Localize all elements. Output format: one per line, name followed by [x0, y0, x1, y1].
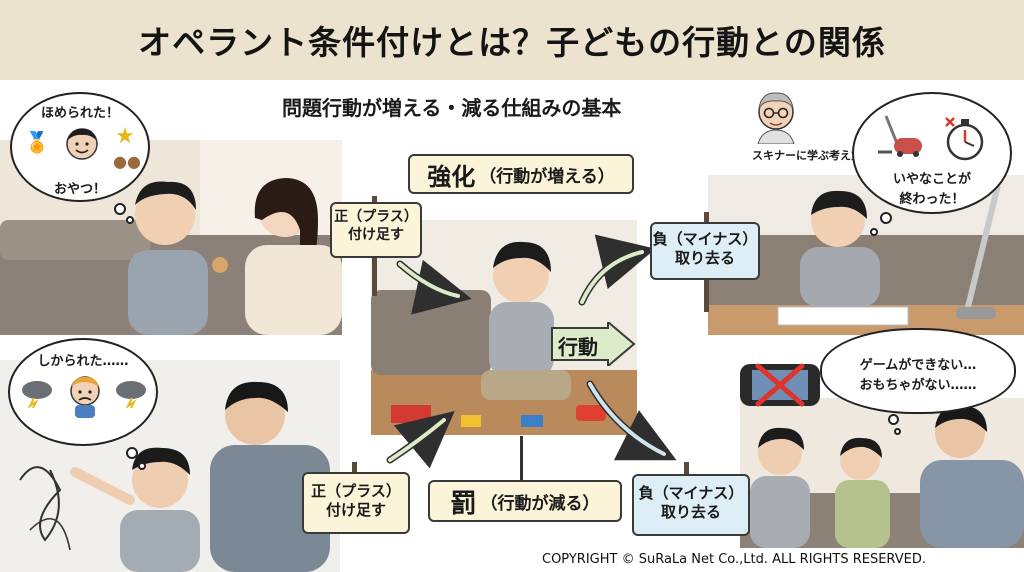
sign-line1: 正（プラス）	[311, 482, 401, 500]
vacuum-icon	[876, 112, 926, 162]
sign-negative-remove-bottom: 負（マイナス） 取り去る	[632, 474, 750, 536]
skinner-portrait	[752, 86, 800, 144]
bubble-dot	[138, 462, 146, 470]
sign-line2: 取り去る	[660, 502, 721, 521]
sign-pole	[352, 462, 357, 480]
sign-line2: 取り去る	[674, 248, 735, 267]
bubble-removal-line1: ゲームができない…	[859, 358, 977, 373]
skinner-caption: スキナーに学ぶ考え方	[752, 149, 862, 162]
star-icon: ★	[115, 124, 135, 149]
title-bar: オペラント条件付けとは？子どもの行動との関係	[0, 0, 1024, 80]
medal-icon: 🏅	[24, 130, 50, 154]
bubble-dot	[126, 447, 138, 459]
reinforcement-sub: （行動が増える）	[479, 166, 615, 187]
punishment-sub: （行動が減る）	[480, 493, 600, 514]
bubble-relief: いやなことが 終わった！	[852, 92, 1012, 214]
punishment-heading: 罰 （行動が減る）	[428, 480, 622, 522]
behavior-arrow: 行動	[550, 322, 636, 366]
bubble-dot	[894, 428, 901, 435]
sign-negative-remove-top: 負（マイナス） 取り去る	[650, 222, 760, 280]
game-console-crossed-icon	[738, 360, 822, 410]
storm-cloud-icon	[114, 378, 148, 412]
bubble-dot	[888, 414, 899, 425]
storm-cloud-icon	[20, 378, 54, 412]
bubble-scold-line1: しかられた……	[37, 354, 129, 369]
sign-line1: 正（プラス）	[334, 209, 418, 225]
page-subtitle: 問題行動が増える・減る仕組みの基本	[282, 96, 622, 120]
sign-positive-add-bottom: 正（プラス） 付け足す	[302, 472, 410, 534]
bubble-praise: ほめられた！ 🏅 ★ ●● おやつ！	[10, 92, 150, 202]
page-title: オペラント条件付けとは？子どもの行動との関係	[138, 23, 886, 62]
bubble-praise-line1: ほめられた！	[40, 106, 119, 121]
photo-removal	[740, 398, 1024, 548]
sign-line1: 負（マイナス）	[638, 484, 744, 502]
cookie-icon: ●●	[113, 152, 141, 171]
sign-pole	[520, 436, 523, 482]
bubble-removal-line2: おもちゃがない……	[859, 378, 977, 393]
copyright-notice: COPYRIGHT © SuRaLa Net Co.,Ltd. ALL RIGH…	[542, 552, 926, 567]
sign-positive-add-top: 正（プラス） 付け足す	[330, 202, 422, 258]
bubble-relief-line2: 終わった！	[899, 192, 965, 207]
reinforcement-main: 強化	[427, 162, 476, 191]
bubble-dot	[114, 203, 126, 215]
sign-line2: 付け足す	[325, 500, 386, 519]
child-happy-icon	[64, 126, 100, 166]
bubble-relief-line1: いやなことが	[892, 172, 971, 187]
bubble-praise-line2: おやつ！	[53, 182, 106, 197]
punishment-main: 罰	[450, 488, 477, 519]
bubble-dot	[870, 228, 878, 236]
photo-praise	[0, 140, 342, 335]
sign-pole	[684, 462, 689, 480]
bubble-dot	[880, 212, 892, 224]
bubble-removal: ゲームができない… おもちゃがない……	[820, 328, 1016, 414]
bubble-dot	[126, 216, 134, 224]
stopwatch-icon	[940, 114, 990, 166]
sign-line1: 負（マイナス）	[652, 230, 758, 248]
reinforcement-heading: 強化 （行動が増える）	[408, 154, 634, 194]
behavior-label: 行動	[558, 335, 598, 359]
sign-line2: 付け足す	[348, 226, 404, 243]
child-sad-icon	[66, 374, 104, 422]
bubble-scold: しかられた……	[8, 338, 158, 446]
